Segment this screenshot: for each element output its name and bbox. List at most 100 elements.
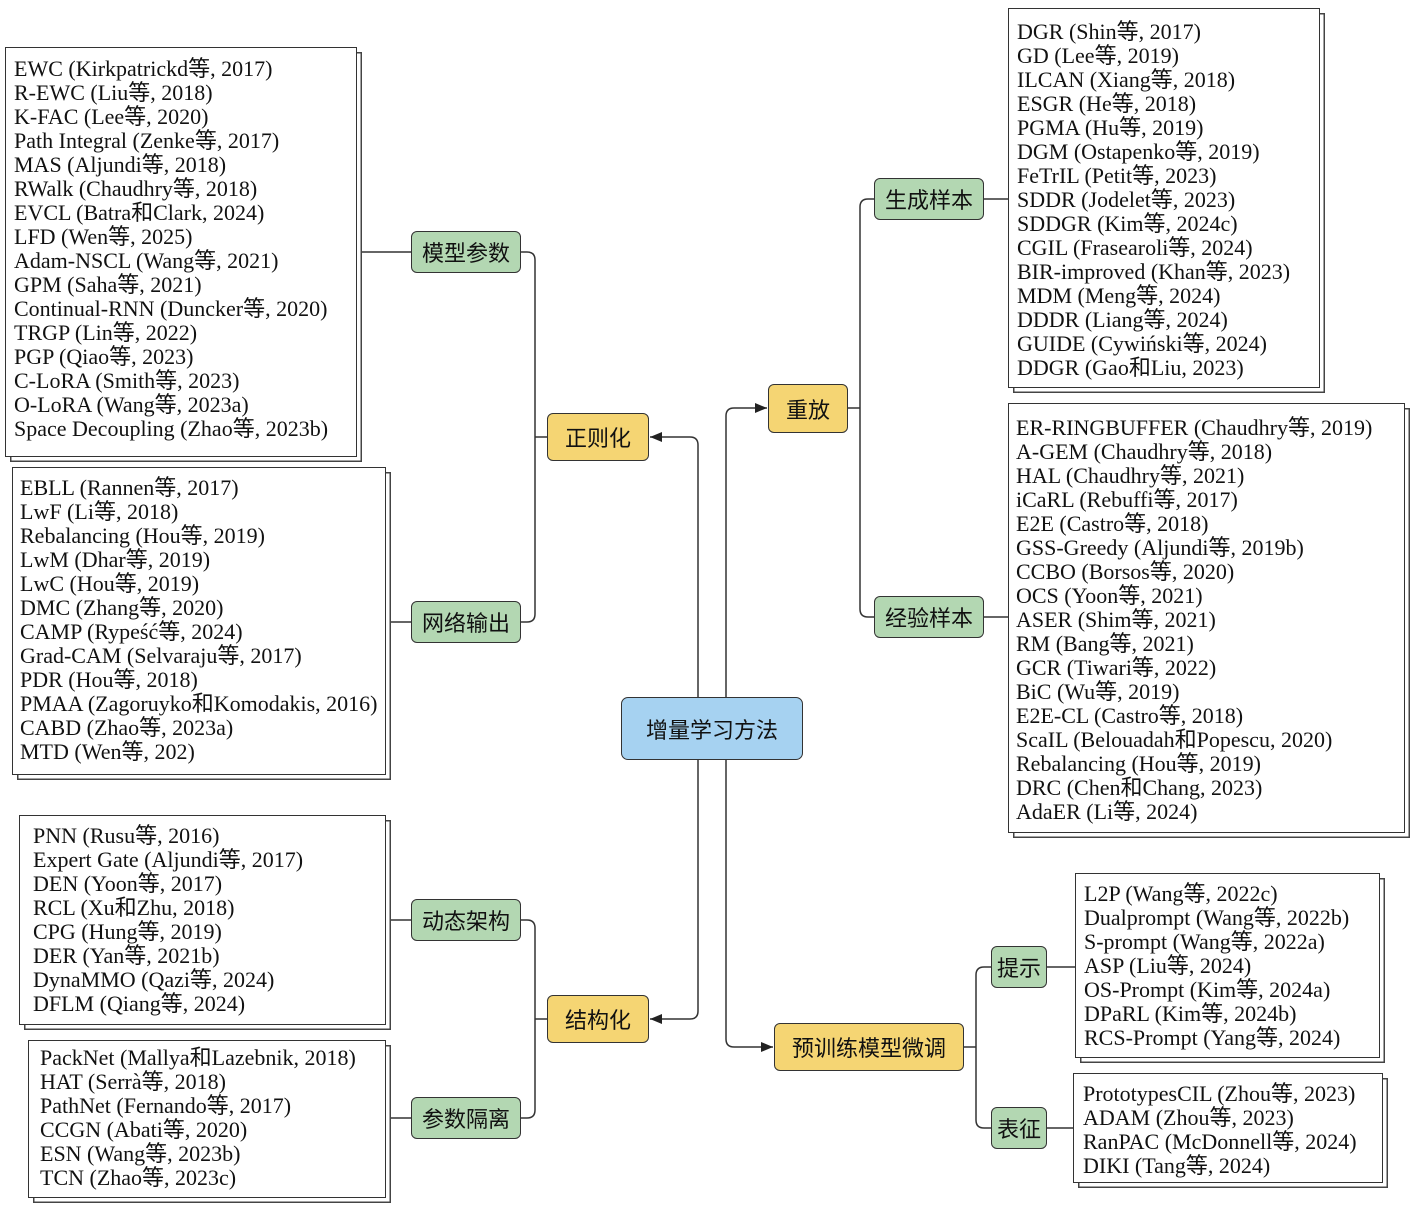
- method-item: Rebalancing (Hou等, 2019): [20, 523, 265, 548]
- subcategory-prompt: 提示: [991, 946, 1047, 988]
- method-list-model-parameters: EWC (Kirkpatrickd等, 2017)R-EWC (Liu等, 20…: [5, 47, 357, 457]
- method-item: DRC (Chen和Chang, 2023): [1016, 775, 1263, 800]
- method-item: PackNet (Mallya和Lazebnik, 2018): [40, 1045, 356, 1070]
- method-item: GPM (Saha等, 2021): [14, 272, 202, 297]
- category-pretrained-finetuning: 预训练模型微调: [774, 1023, 964, 1071]
- method-item: BiC (Wu等, 2019): [1016, 679, 1180, 704]
- method-item: S-prompt (Wang等, 2022a): [1084, 929, 1325, 954]
- method-item: MAS (Aljundi等, 2018): [14, 152, 227, 177]
- method-item: iCaRL (Rebuffi等, 2017): [1016, 487, 1238, 512]
- method-item: EWC (Kirkpatrickd等, 2017): [14, 56, 273, 81]
- method-item: Expert Gate (Aljundi等, 2017): [33, 847, 304, 872]
- method-list-representation: PrototypesCIL (Zhou等, 2023)ADAM (Zhou等, …: [1073, 1073, 1383, 1183]
- method-item: GCR (Tiwari等, 2022): [1016, 655, 1217, 680]
- method-item: RanPAC (McDonnell等, 2024): [1083, 1129, 1357, 1154]
- subcategory-dynamic-architecture: 动态架构: [411, 899, 521, 941]
- method-item: EBLL (Rannen等, 2017): [20, 475, 239, 500]
- method-item: Continual-RNN (Duncker等, 2020): [14, 296, 328, 321]
- method-list-prompt: L2P (Wang等, 2022c)Dualprompt (Wang等, 202…: [1075, 873, 1380, 1058]
- method-item: TRGP (Lin等, 2022): [14, 320, 198, 345]
- method-item: MTD (Wen等, 202): [20, 739, 195, 764]
- method-item: DDGR (Gao和Liu, 2023): [1017, 355, 1244, 380]
- method-item: LwM (Dhar等, 2019): [20, 547, 211, 572]
- method-item: CGIL (Frasearoli等, 2024): [1017, 235, 1253, 260]
- method-item: Rebalancing (Hou等, 2019): [1016, 751, 1261, 776]
- method-item: GSS-Greedy (Aljundi等, 2019b): [1016, 535, 1304, 560]
- method-item: MDM (Meng等, 2024): [1017, 283, 1221, 308]
- method-item: BIR-improved (Khan等, 2023): [1017, 259, 1291, 284]
- method-item: DMC (Zhang等, 2020): [20, 595, 224, 620]
- method-item: AdaER (Li等, 2024): [1016, 799, 1198, 824]
- connector-pretrained-bracket: [975, 966, 991, 1129]
- method-item: RWalk (Chaudhry等, 2018): [14, 176, 258, 201]
- method-item: C-LoRA (Smith等, 2023): [14, 368, 240, 393]
- subcategory-exemplar-samples: 经验样本: [874, 596, 984, 638]
- method-item: SDDR (Jodelet等, 2023): [1017, 187, 1236, 212]
- method-item: DIKI (Tang等, 2024): [1083, 1153, 1271, 1178]
- method-item: OS-Prompt (Kim等, 2024a): [1084, 977, 1331, 1002]
- method-item: PDR (Hou等, 2018): [20, 667, 198, 692]
- method-item: RCS-Prompt (Yang等, 2024): [1084, 1025, 1341, 1050]
- method-item: ADAM (Zhou等, 2023): [1083, 1105, 1294, 1130]
- connector-regularization-bracket: [521, 251, 536, 623]
- connector-structural-bracket: [521, 919, 536, 1119]
- method-item: CAMP (Rypeść等, 2024): [20, 619, 243, 644]
- method-item: CPG (Hung等, 2019): [33, 919, 222, 944]
- method-item: DynaMMO (Qazi等, 2024): [33, 967, 275, 992]
- method-item: DDDR (Liang等, 2024): [1017, 307, 1228, 332]
- method-item: LwC (Hou等, 2019): [20, 571, 200, 596]
- method-item: R-EWC (Liu等, 2018): [14, 80, 213, 105]
- method-item: ASER (Shim等, 2021): [1016, 607, 1216, 632]
- subcategory-network-output: 网络输出: [411, 601, 521, 643]
- method-item: CCBO (Borsos等, 2020): [1016, 559, 1235, 584]
- arrow-root-to-replay: [725, 403, 767, 697]
- arrow-root-to-pretrained-finetuning: [725, 760, 773, 1052]
- arrow-root-to-structural: [650, 760, 699, 1024]
- method-item: HAT (Serrà等, 2018): [40, 1069, 226, 1094]
- category-replay: 重放: [768, 384, 848, 433]
- method-item: O-LoRA (Wang等, 2023a): [14, 392, 249, 417]
- method-item: DGR (Shin等, 2017): [1017, 19, 1201, 44]
- connector-replay-bracket: [859, 198, 874, 618]
- method-item: PMAA (Zagoruyko和Komodakis, 2016): [20, 691, 378, 716]
- method-item: Space Decoupling (Zhao等, 2023b): [14, 416, 329, 441]
- method-item: PNN (Rusu等, 2016): [33, 823, 220, 848]
- subcategory-representation: 表征: [991, 1107, 1047, 1149]
- method-item: FeTrIL (Petit等, 2023): [1017, 163, 1217, 188]
- method-item: ER-RINGBUFFER (Chaudhry等, 2019): [1016, 415, 1373, 440]
- method-item: DEN (Yoon等, 2017): [33, 871, 223, 896]
- method-item: DGM (Ostapenko等, 2019): [1017, 139, 1260, 164]
- method-item: ESN (Wang等, 2023b): [40, 1141, 241, 1166]
- method-item: LFD (Wen等, 2025): [14, 224, 193, 249]
- method-list-exemplar-samples: ER-RINGBUFFER (Chaudhry等, 2019)A-GEM (Ch…: [1008, 403, 1405, 833]
- method-item: Dualprompt (Wang等, 2022b): [1084, 905, 1350, 930]
- method-item: RCL (Xu和Zhu, 2018): [33, 895, 235, 920]
- method-item: ILCAN (Xiang等, 2018): [1017, 67, 1236, 92]
- method-item: CCGN (Abati等, 2020): [40, 1117, 248, 1142]
- subcategory-model-parameters: 模型参数: [411, 231, 521, 273]
- method-item: LwF (Li等, 2018): [20, 499, 179, 524]
- method-item: DER (Yan等, 2021b): [33, 943, 220, 968]
- method-item: OCS (Yoon等, 2021): [1016, 583, 1203, 608]
- central-node: 增量学习方法: [621, 697, 803, 760]
- method-list-generated-samples: DGR (Shin等, 2017)GD (Lee等, 2019)ILCAN (X…: [1008, 8, 1320, 388]
- method-item: PGMA (Hu等, 2019): [1017, 115, 1204, 140]
- subcategory-parameter-isolation: 参数隔离: [411, 1097, 521, 1139]
- method-item: ScaIL (Belouadah和Popescu, 2020): [1016, 727, 1333, 752]
- method-item: E2E (Castro等, 2018): [1016, 511, 1209, 536]
- method-item: PGP (Qiao等, 2023): [14, 344, 194, 369]
- method-item: Path Integral (Zenke等, 2017): [14, 128, 280, 153]
- method-item: Adam-NSCL (Wang等, 2021): [14, 248, 279, 273]
- method-item: HAL (Chaudhry等, 2021): [1016, 463, 1245, 488]
- subcategory-generated-samples: 生成样本: [874, 178, 984, 220]
- method-item: GUIDE (Cywiński等, 2024): [1017, 331, 1267, 356]
- method-item: DFLM (Qiang等, 2024): [33, 991, 246, 1016]
- method-item: EVCL (Batra和Clark, 2024): [14, 200, 265, 225]
- method-item: A-GEM (Chaudhry等, 2018): [1016, 439, 1273, 464]
- method-item: ESGR (He等, 2018): [1017, 91, 1197, 116]
- method-item: Grad-CAM (Selvaraju等, 2017): [20, 643, 302, 668]
- method-item: SDDGR (Kim等, 2024c): [1017, 211, 1238, 236]
- method-item: TCN (Zhao等, 2023c): [40, 1165, 237, 1190]
- method-item: ASP (Liu等, 2024): [1084, 953, 1252, 978]
- method-list-dynamic-architecture: PNN (Rusu等, 2016)Expert Gate (Aljundi等, …: [19, 815, 386, 1025]
